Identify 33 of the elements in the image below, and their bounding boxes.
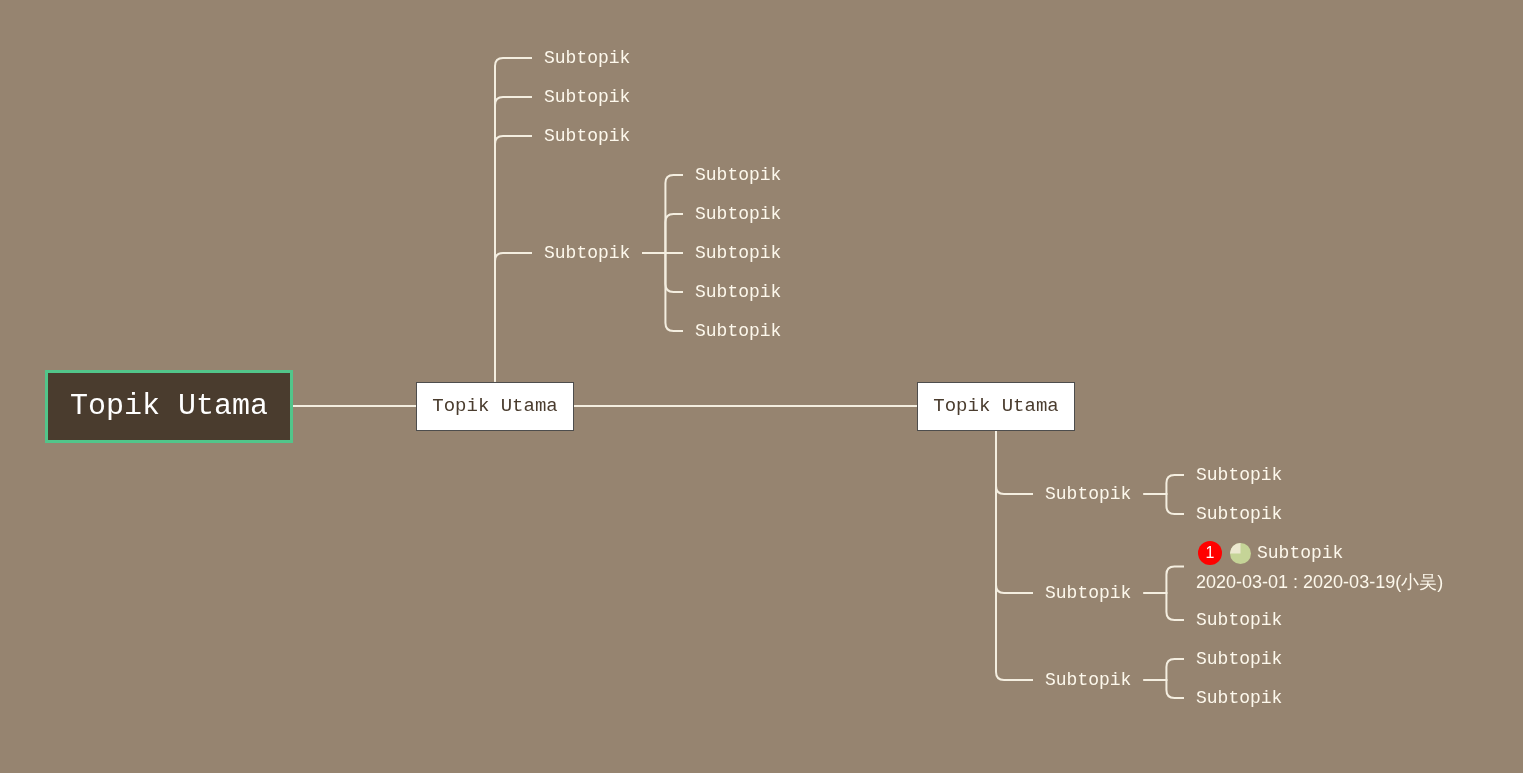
- connector-line: [995, 429, 1034, 681]
- topic-label: Topik Utama: [432, 396, 558, 416]
- subtopic-label: Subtopik: [1192, 686, 1287, 710]
- subtopic-label: Subtopik: [691, 280, 786, 304]
- subtopic-label: Subtopik: [1257, 542, 1344, 565]
- subtopic-label: Subtopik: [1192, 502, 1287, 526]
- subtopic-label: Subtopik: [691, 202, 786, 226]
- subtopic-label: Subtopik: [1192, 463, 1287, 487]
- subtopic-label: Subtopik: [691, 163, 786, 187]
- subtopic-label: Subtopik: [1192, 608, 1287, 632]
- subtopic-label: Subtopik: [1041, 581, 1136, 605]
- subtopic-label: Subtopik: [691, 241, 786, 265]
- subtopic-label: Subtopik: [1192, 647, 1287, 671]
- topic-label: Topik Utama: [69, 391, 268, 421]
- central-topic-box: [45, 369, 293, 443]
- connector-line: [573, 405, 918, 407]
- connector-line: [1142, 493, 1185, 515]
- topic-box: [917, 381, 1075, 431]
- subtopic-label: Subtopik: [540, 85, 635, 109]
- connector-line: [292, 405, 417, 407]
- subtopic-label: Subtopik: [540, 241, 635, 265]
- topic-label: Topik Utama: [933, 396, 1059, 416]
- connector-line: [1142, 679, 1185, 699]
- subtopic-label: Subtopik: [540, 46, 635, 70]
- subtopic-label: Subtopik: [1041, 668, 1136, 692]
- priority-badge: 1: [1198, 541, 1222, 565]
- subtopic-label: Subtopik: [1041, 482, 1136, 506]
- subtopic-label: Subtopik: [691, 319, 786, 343]
- connector-line: [1142, 592, 1185, 621]
- connector-line: [494, 252, 533, 383]
- subtopic-label: Subtopik: [540, 124, 635, 148]
- date-range-text: 2020-03-01 : 2020-03-19(小吴): [1196, 572, 1444, 592]
- topic-box: [416, 381, 574, 431]
